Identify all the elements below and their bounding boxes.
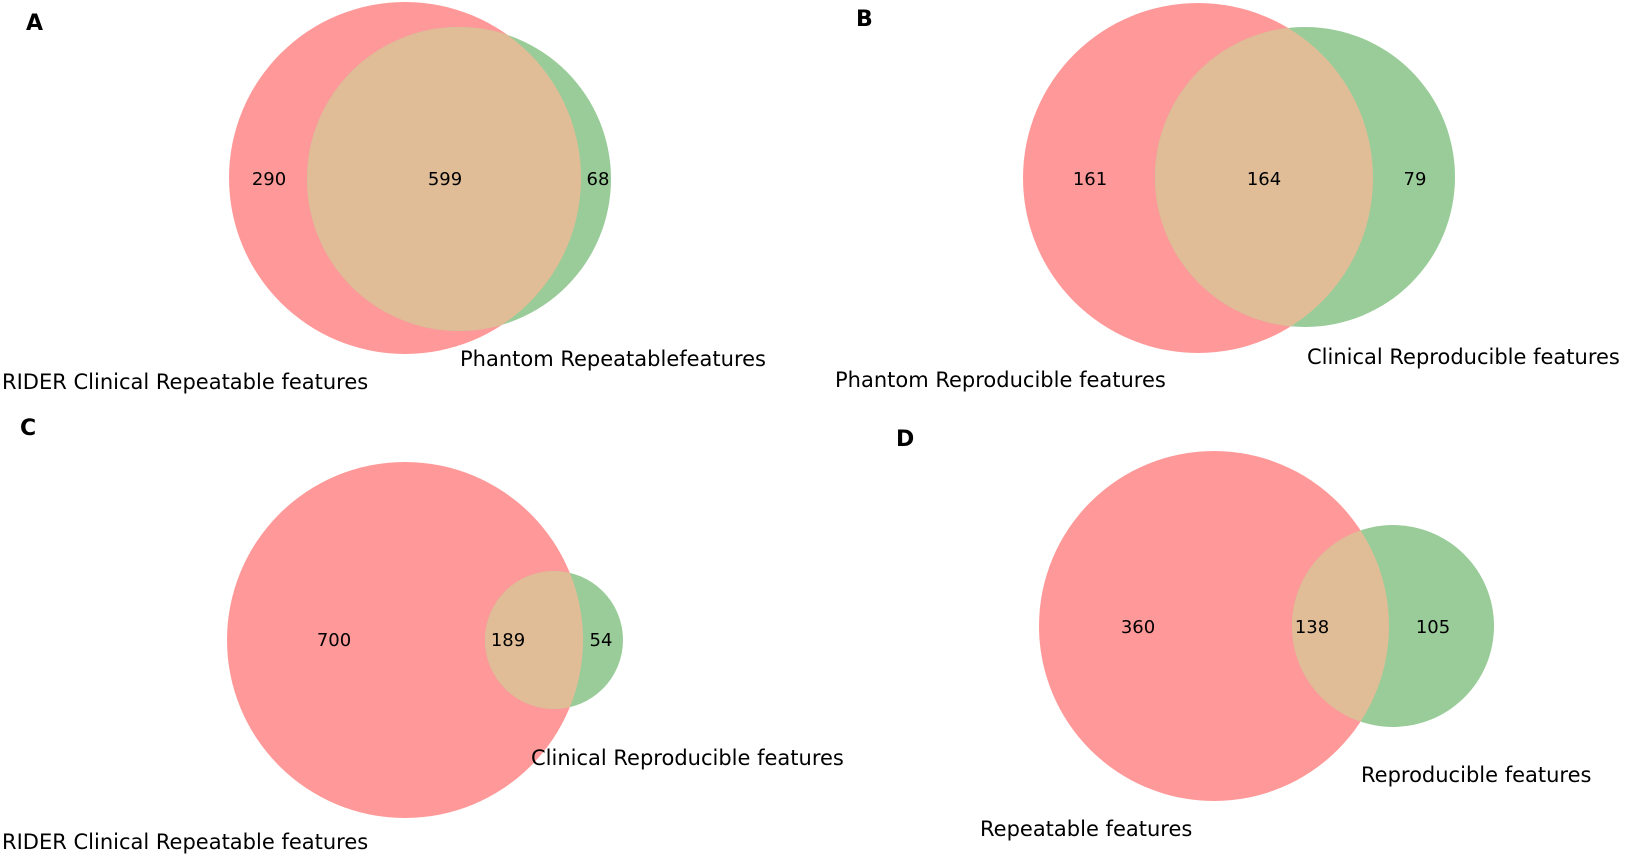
overlap-count: 189	[491, 630, 525, 651]
right-only-count: 54	[590, 630, 613, 651]
left-set-circle	[1039, 451, 1389, 801]
left-set-label: Repeatable features	[980, 817, 1192, 841]
left-set-label: RIDER Clinical Repeatable features	[2, 370, 368, 394]
right-set-label: Clinical Reproducible features	[1307, 345, 1620, 369]
right-only-count: 105	[1416, 617, 1450, 638]
overlap-count: 138	[1295, 617, 1329, 638]
left-only-count: 360	[1121, 617, 1155, 638]
left-set-label: RIDER Clinical Repeatable features	[2, 830, 368, 854]
panel-letter: C	[20, 416, 36, 441]
overlap-region	[1155, 27, 1373, 327]
left-only-count: 161	[1073, 169, 1107, 190]
venn-panel-b: B 161 164 79 Phantom Reproducible featur…	[835, 3, 1620, 392]
right-set-label: Clinical Reproducible features	[531, 746, 844, 770]
right-only-count: 68	[587, 169, 610, 190]
left-only-count: 290	[252, 169, 286, 190]
left-set-circle	[227, 462, 583, 818]
venn-panel-c: C 700 189 54 RIDER Clinical Repeatable f…	[2, 416, 844, 854]
left-only-count: 700	[317, 630, 351, 651]
right-set-label: Reproducible features	[1361, 763, 1591, 787]
venn-panel-a: A 290 599 68 RIDER Clinical Repeatable f…	[2, 2, 766, 394]
right-set-label: Phantom Repeatablefeatures	[460, 347, 766, 371]
overlap-count: 599	[428, 169, 462, 190]
left-set-label: Phantom Reproducible features	[835, 368, 1166, 392]
panel-letter: B	[856, 7, 873, 32]
panel-letter: D	[896, 427, 914, 452]
panel-letter: A	[26, 11, 43, 36]
right-only-count: 79	[1404, 169, 1427, 190]
venn-panel-d: D 360 138 105 Repeatable features Reprod…	[896, 427, 1591, 841]
overlap-count: 164	[1247, 169, 1281, 190]
